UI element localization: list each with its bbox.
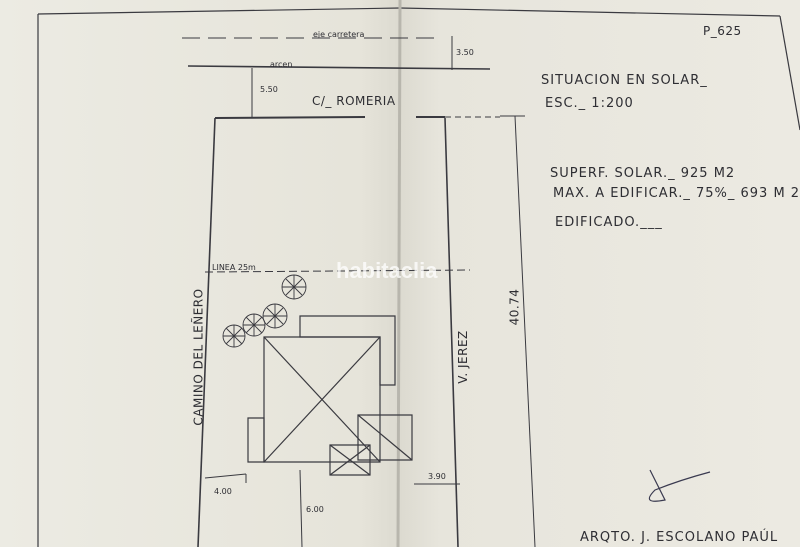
trees bbox=[222, 274, 307, 348]
depth-dimension: 40.74 bbox=[507, 288, 522, 326]
architect-label: ARQTO. J. ESCOLANO PAÚL bbox=[580, 530, 779, 545]
watermark: habitaclia bbox=[336, 258, 438, 283]
max-build-label: MAX. A EDIFICAR._ 75%_ 693 M 2._ bbox=[553, 186, 800, 201]
plan-number: P_625 bbox=[703, 24, 742, 38]
built-label: EDIFICADO.___ bbox=[555, 215, 663, 230]
surface-label: SUPERF. SOLAR._ 925 M2 bbox=[550, 166, 736, 181]
setback-bottom: 6.00 bbox=[306, 505, 324, 514]
road-offset-label: 3.50 bbox=[456, 48, 474, 57]
scale-label: ESC._ 1:200 bbox=[545, 96, 634, 111]
situacion-label: SITUACION EN SOLAR_ bbox=[541, 73, 708, 88]
setback-left: 4.00 bbox=[214, 487, 232, 496]
signature bbox=[648, 469, 711, 502]
street-label: C/_ ROMERIA bbox=[312, 94, 396, 108]
house-roof-plan bbox=[247, 315, 413, 476]
fold-line bbox=[396, 0, 402, 547]
street-offset-label: 5.50 bbox=[260, 85, 278, 94]
setback-right: 3.90 bbox=[428, 472, 446, 481]
line-25m-label: LINEA 25m bbox=[212, 263, 256, 272]
side-path-label: CAMINO DEL LEÑERO bbox=[191, 288, 206, 426]
shoulder-label: arcen bbox=[270, 60, 293, 69]
road-axis-label: eje carretera bbox=[313, 30, 365, 39]
side-street-label: V. JEREZ bbox=[455, 330, 470, 384]
